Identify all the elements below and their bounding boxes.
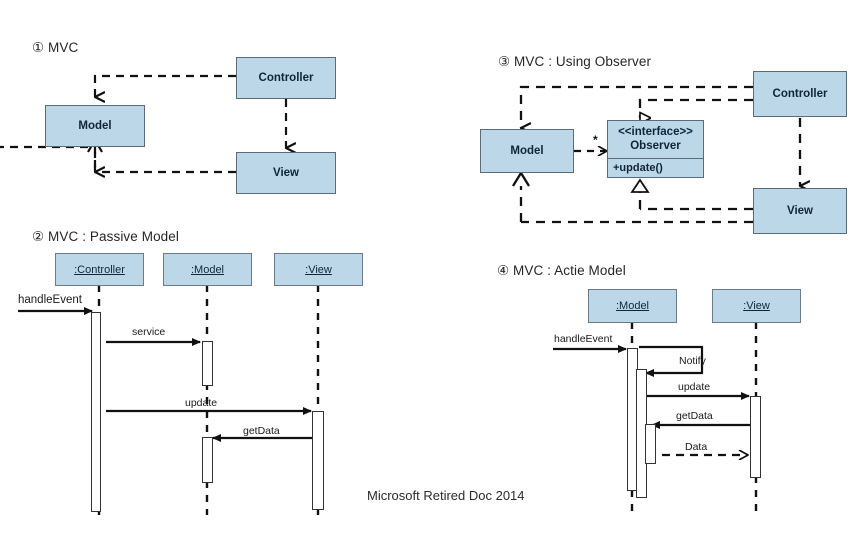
p2-activation-view xyxy=(312,411,324,510)
p4-lifeline-model[interactable]: :Model xyxy=(588,289,677,323)
p3-box-controller[interactable]: Controller xyxy=(753,71,847,117)
p4-label-update: update xyxy=(678,381,711,393)
p4-lifeline-view-label: :View xyxy=(743,300,770,312)
p3-observer-operation: +update() xyxy=(613,162,663,174)
p3-observer-stereotype: <<interface>> xyxy=(618,126,693,139)
p1-box-model[interactable]: Model xyxy=(45,105,145,147)
p3-observer-name: Observer xyxy=(630,139,681,152)
p2-lifeline-controller-label: :Controller xyxy=(74,263,125,276)
p4-label-data: Data xyxy=(685,441,708,453)
p2-activation-controller xyxy=(91,312,101,512)
p3-observer-header: <<interface>> Observer xyxy=(608,121,703,159)
panel2-title: ② MVC : Passive Model xyxy=(32,229,179,244)
p2-label-service: service xyxy=(132,326,166,338)
p3-view-to-model xyxy=(512,170,753,224)
p4-activation-view xyxy=(750,396,761,478)
p4-activation-model-getdata xyxy=(645,424,656,464)
p2-lifeline-controller[interactable]: :Controller xyxy=(55,253,144,286)
p1-controller-to-model xyxy=(93,74,236,97)
p2-activation-model-service xyxy=(202,341,213,386)
p2-label-getdata: getData xyxy=(243,425,280,437)
p1-box-controller[interactable]: Controller xyxy=(236,57,336,99)
p4-label-handle-event: handleEvent xyxy=(554,333,613,345)
p3-box-model[interactable]: Model xyxy=(480,129,574,173)
p4-lifeline-model-label: :Model xyxy=(615,300,650,312)
p3-view-to-observer xyxy=(630,178,753,211)
p2-lifeline-view-label: :View xyxy=(305,263,332,276)
p3-box-observer[interactable]: <<interface>> Observer +update() xyxy=(607,120,704,178)
panel3-title: ③ MVC : Using Observer xyxy=(498,54,652,69)
p2-activation-model-getdata xyxy=(202,437,213,483)
p3-controller-to-observer xyxy=(638,98,753,118)
panel4-title: ④ MVC : Actie Model xyxy=(497,263,626,278)
p3-multiplicity-label: * xyxy=(593,133,598,147)
p4-label-notify: Notify xyxy=(679,355,706,367)
p4-label-getdata: getData xyxy=(676,410,713,422)
p3-box-view[interactable]: View xyxy=(753,188,847,234)
p1-box-view[interactable]: View xyxy=(236,152,336,194)
footer-note: Microsoft Retired Doc 2014 xyxy=(367,488,525,503)
p2-label-update: update xyxy=(185,397,218,409)
p2-lifeline-model-label: :Model xyxy=(190,263,225,276)
p2-lifeline-model[interactable]: :Model xyxy=(163,253,252,286)
p2-label-handle-event: handleEvent xyxy=(18,294,82,306)
panel1-title: ① MVC xyxy=(32,40,79,55)
p2-lifeline-view[interactable]: :View xyxy=(274,253,363,286)
p4-lifeline-view[interactable]: :View xyxy=(712,289,801,323)
